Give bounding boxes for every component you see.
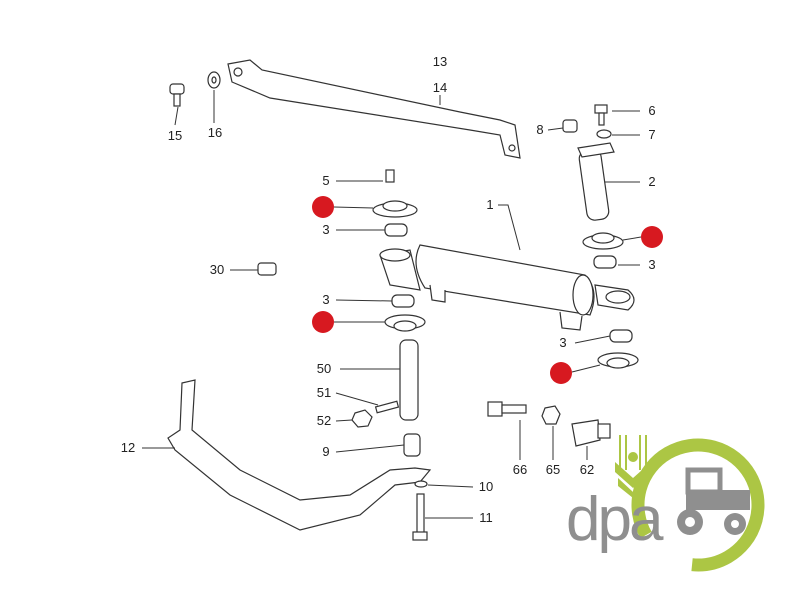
callout-50[interactable]: 50	[317, 361, 331, 376]
washer-16	[207, 71, 221, 89]
callout-16[interactable]: 16	[208, 125, 222, 140]
callout-30[interactable]: 30	[210, 262, 224, 277]
tractor-icon	[677, 467, 750, 535]
callout-6[interactable]: 6	[648, 103, 655, 118]
callouts: 13 14 15 16 6 7 8 2 5 3 1 3 30 3 50 3 51…	[121, 54, 656, 525]
callout-1[interactable]: 1	[486, 197, 493, 212]
callout-8[interactable]: 8	[536, 122, 543, 137]
pin-50	[399, 339, 419, 421]
washer-7	[596, 129, 612, 139]
bolt-15	[169, 83, 185, 107]
bushing-9	[403, 433, 421, 457]
callout-10[interactable]: 10	[479, 479, 493, 494]
highlight-dot[interactable]	[312, 196, 334, 218]
fitting-30	[257, 262, 277, 276]
highlight-markers	[312, 196, 663, 384]
pin-2	[577, 142, 615, 221]
callout-3[interactable]: 3	[322, 292, 329, 307]
nut-52	[351, 409, 373, 428]
callout-11[interactable]: 11	[479, 510, 493, 525]
callout-9[interactable]: 9	[322, 444, 329, 459]
callout-14[interactable]: 14	[433, 80, 447, 95]
washer-10	[414, 480, 428, 488]
leader-lines	[142, 90, 642, 519]
gear-ring-icon	[631, 438, 765, 572]
dpa-logo: dpa	[566, 435, 765, 572]
highlight-dot[interactable]	[550, 362, 572, 384]
top-bracket	[227, 59, 521, 159]
callout-15[interactable]: 15	[168, 128, 182, 143]
hydraulic-cylinder-1	[379, 244, 635, 331]
bolt-11	[412, 493, 428, 541]
callout-7[interactable]: 7	[648, 127, 655, 142]
callout-52[interactable]: 52	[317, 413, 331, 428]
bolt-66	[487, 401, 527, 417]
wheat-icon	[619, 435, 647, 470]
callout-13[interactable]: 13	[433, 54, 447, 69]
callout-66[interactable]: 66	[513, 462, 527, 477]
seals-bushings	[372, 200, 639, 369]
callout-51[interactable]: 51	[317, 385, 331, 400]
nut-65	[541, 405, 561, 425]
callout-3[interactable]: 3	[322, 222, 329, 237]
callout-12[interactable]: 12	[121, 440, 135, 455]
highlight-dot[interactable]	[641, 226, 663, 248]
callout-2[interactable]: 2	[648, 174, 655, 189]
adapter-62	[571, 419, 611, 447]
callout-3[interactable]: 3	[648, 257, 655, 272]
bolt-51	[374, 400, 400, 414]
grease-nipple-5	[385, 169, 395, 183]
callout-62[interactable]: 62	[580, 462, 594, 477]
bolt-6	[594, 104, 608, 126]
callout-3[interactable]: 3	[559, 335, 566, 350]
grease-fitting-8	[562, 119, 578, 133]
highlight-dot[interactable]	[312, 311, 334, 333]
callout-5[interactable]: 5	[322, 173, 329, 188]
logo-text: dpa	[566, 485, 664, 554]
callout-65[interactable]: 65	[546, 462, 560, 477]
